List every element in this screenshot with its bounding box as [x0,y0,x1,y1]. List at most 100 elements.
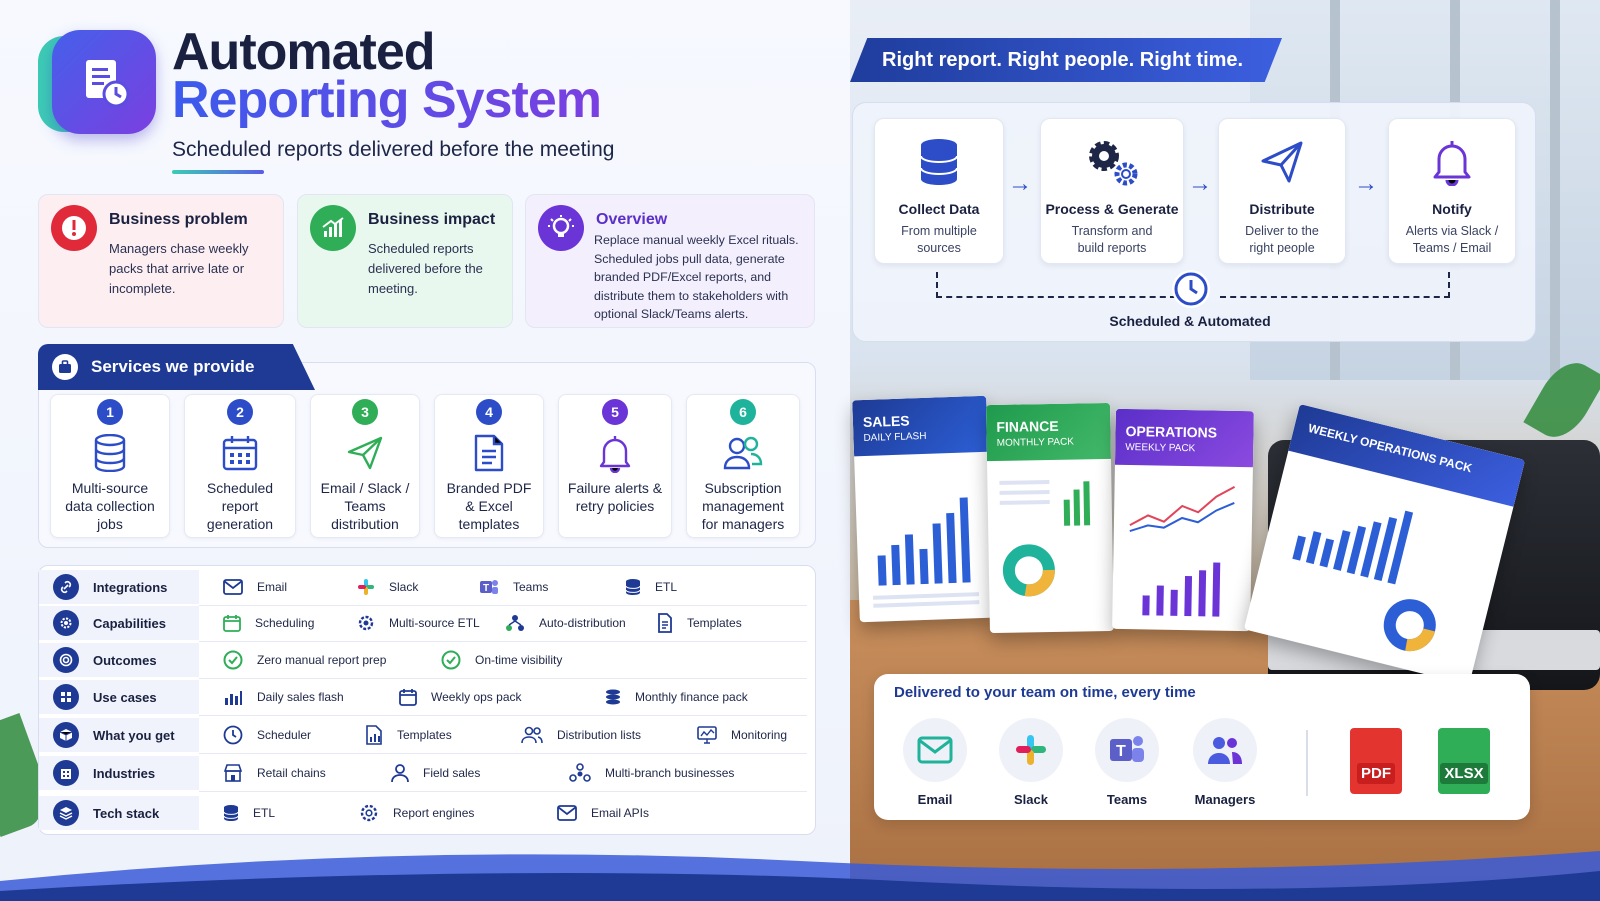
document-icon [435,431,543,475]
service-label: Scheduled report generation [206,480,274,532]
cell-text: Scheduler [257,728,312,742]
channel-label: Teams [1106,792,1148,807]
cell-text: Monthly finance pack [635,690,748,704]
report-chart [999,480,1091,597]
briefcase-icon [52,354,78,380]
service-card-1[interactable]: 1 Multi-source data collection jobs [50,394,170,538]
cell-text: ETL [253,806,276,820]
service-card-2[interactable]: 2 Scheduled report generation [184,394,296,538]
card-title: Business impact [368,211,496,228]
card-business-impact: Business impact Scheduled reports delive… [297,194,513,328]
loop-line [936,272,1176,298]
service-label: Subscription management for managers [701,480,785,532]
database-icon [51,431,169,475]
step-desc: From multiple [901,224,977,238]
gear-icon [360,804,378,822]
report-weekly-operations: WEEKLY OPERATIONS PACK [1243,404,1526,686]
arrow-right-icon: → [1354,170,1378,197]
loop-line [1220,272,1450,298]
building-icon [53,760,79,786]
users-icon [687,431,799,475]
cell-text: Distribution lists [557,728,642,742]
channel-label: Managers [1194,792,1256,807]
table-row: What you get Scheduler Templates Distrib… [39,718,817,754]
title-underline [172,170,264,174]
service-card-6[interactable]: 6 Subscription management for managers [686,394,800,538]
cell-text: Scheduling [255,616,315,630]
report-subtitle: MONTHLY PACK [996,436,1075,449]
step-notify: Notify Alerts via Slack /Teams / Email [1388,118,1516,264]
channel-slack[interactable]: Slack [996,718,1066,807]
check-circle-icon [441,650,461,670]
row-label: Tech stack [93,805,160,821]
paper-plane-icon [311,431,419,475]
card-body: Managers chase weekly packs that arrive … [109,241,249,296]
card-title: Business problem [109,211,248,228]
clock-icon [223,725,243,745]
target-icon [53,647,79,673]
channel-managers[interactable]: Managers [1190,718,1260,807]
mail-icon [223,579,243,595]
step-desc: Alerts via Slack / [1405,224,1499,238]
report-title: FINANCE [996,417,1059,435]
bell-icon [559,431,671,475]
row-label: What you get [93,727,175,743]
box-icon [53,722,79,748]
cell-text: Multi-branch businesses [605,766,735,780]
mail-icon [903,718,967,782]
database-icon [625,579,641,595]
format-label: PDF [1357,763,1395,784]
gear-icon [358,615,374,631]
cell-text: Email [257,580,288,594]
gear-icon [53,610,79,636]
network-icon [506,615,524,631]
pdf-file-icon[interactable]: PDF [1350,728,1402,794]
cell-text: Teams [513,580,549,594]
gears-icon [1041,131,1183,193]
format-label: XLSX [1440,763,1488,784]
step-desc: right people [1249,241,1315,255]
table-row: Capabilities Scheduling Multi-source ETL… [39,606,817,642]
channel-teams[interactable]: T Teams [1092,718,1162,807]
service-card-3[interactable]: 3 Email / Slack / Teams distribution [310,394,420,538]
step-desc: Deliver to the [1245,224,1319,238]
alert-icon [51,205,97,251]
xlsx-file-icon[interactable]: XLSX [1438,728,1490,794]
subtitle: Scheduled reports delivered before the m… [172,138,615,161]
service-label: Email / Slack / Teams distribution [320,480,410,532]
cell-text: On-time visibility [475,653,563,667]
link-icon [53,574,79,600]
channel-label: Slack [1014,792,1048,807]
row-label: Outcomes [93,652,157,668]
title-line1: Automated [172,23,436,81]
row-label: Integrations [93,579,168,595]
report-subtitle: DAILY FLASH [863,430,927,445]
users-icon [521,726,543,744]
cell-text: Weekly ops pack [431,690,522,704]
service-number: 5 [602,399,628,425]
service-number: 3 [352,399,378,425]
service-card-5[interactable]: 5 Failure alerts & retry policies [558,394,672,538]
table-row: Tech stack ETL Report engines Email APIs [39,796,817,830]
channel-email[interactable]: Email [900,718,970,807]
stack-icon [606,689,620,705]
step-title: Collect Data [898,201,980,217]
step-title: Distribute [1249,201,1315,217]
bell-icon [1389,131,1515,193]
mail-icon [557,805,577,821]
service-card-4[interactable]: 4 Branded PDF & Excel templates [434,394,544,538]
service-number: 6 [730,399,756,425]
cell-text: Templates [397,728,452,742]
step-distribute: Distribute Deliver to the right people [1218,118,1346,264]
card-body: Replace manual weekly Excel rituals. Sch… [594,233,799,321]
services-header: Services we provide [38,344,315,390]
cell-text: Templates [687,616,742,630]
card-title: Overview [596,211,668,228]
table-row: Use cases Daily sales flash Weekly ops p… [39,680,817,716]
service-number: 4 [476,399,502,425]
cell-text: Report engines [393,806,475,820]
